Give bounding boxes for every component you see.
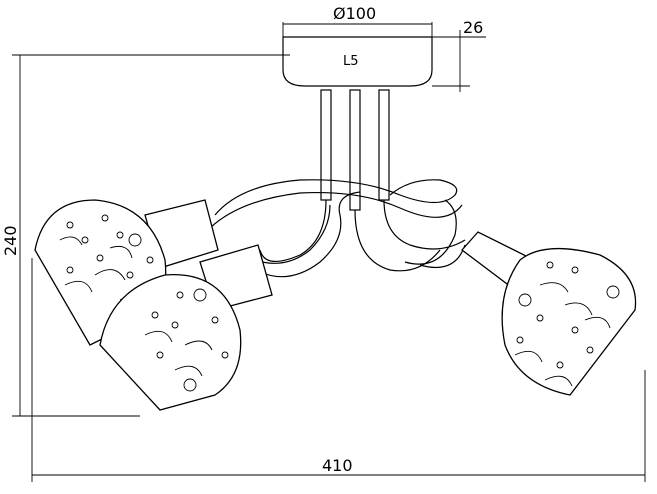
diameter-dimension: Ø100 <box>282 4 433 50</box>
total-width-dimension: 410 <box>31 258 646 482</box>
canopy-height-dimension: 26 <box>432 18 486 92</box>
right-lamp-decor <box>514 261 620 387</box>
left-lower-decor <box>144 288 229 392</box>
diameter-label: Ø100 <box>333 4 376 23</box>
total-height-dimension: 240 <box>1 54 290 417</box>
total-width-label: 410 <box>322 456 353 475</box>
curved-arms <box>209 179 466 278</box>
left-lower-lamp <box>99 244 273 411</box>
right-lamp <box>461 231 637 396</box>
total-height-label: 240 <box>1 225 20 256</box>
ceiling-canopy: L5 <box>282 36 433 87</box>
canopy-mark: L5 <box>343 54 359 69</box>
support-stems <box>259 89 466 272</box>
canopy-height-label: 26 <box>463 18 483 37</box>
